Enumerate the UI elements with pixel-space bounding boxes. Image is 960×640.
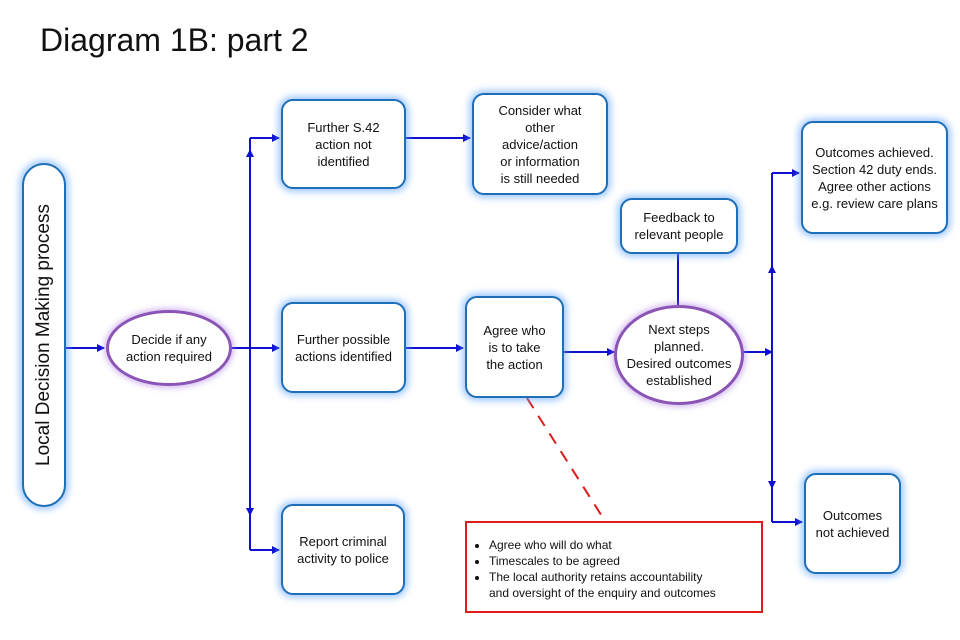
- note-item: Timescales to be agreed: [489, 553, 753, 569]
- note-item: The local authority retains accountabili…: [489, 569, 753, 601]
- agree-who-node: Agree who is to take the action: [465, 296, 564, 398]
- next-steps-node: Next steps planned. Desired outcomes est…: [614, 305, 744, 405]
- action-notes-list: Agree who will do what Timescales to be …: [475, 537, 753, 601]
- consider-node: Consider what other advice/action or inf…: [472, 93, 608, 195]
- feedback-node: Feedback to relevant people: [620, 198, 738, 254]
- outcomes-achieved-node: Outcomes achieved. Section 42 duty ends.…: [801, 121, 948, 234]
- callout-dashed-line: [526, 397, 606, 522]
- report-police-node: Report criminal activity to police: [281, 504, 405, 595]
- outcomes-not-achieved-node: Outcomes not achieved: [804, 473, 901, 574]
- decide-node: Decide if any action required: [106, 310, 232, 386]
- action-notes-box: Agree who will do what Timescales to be …: [465, 521, 763, 613]
- no-action-node: Further S.42 action not identified: [281, 99, 406, 189]
- local-decision-making-bar: Local Decision Making process: [22, 163, 66, 507]
- note-item: Agree who will do what: [489, 537, 753, 553]
- diagram-title: Diagram 1B: part 2: [40, 22, 309, 58]
- possible-actions-node: Further possible actions identified: [281, 302, 406, 393]
- side-label: Local Decision Making process: [33, 204, 54, 466]
